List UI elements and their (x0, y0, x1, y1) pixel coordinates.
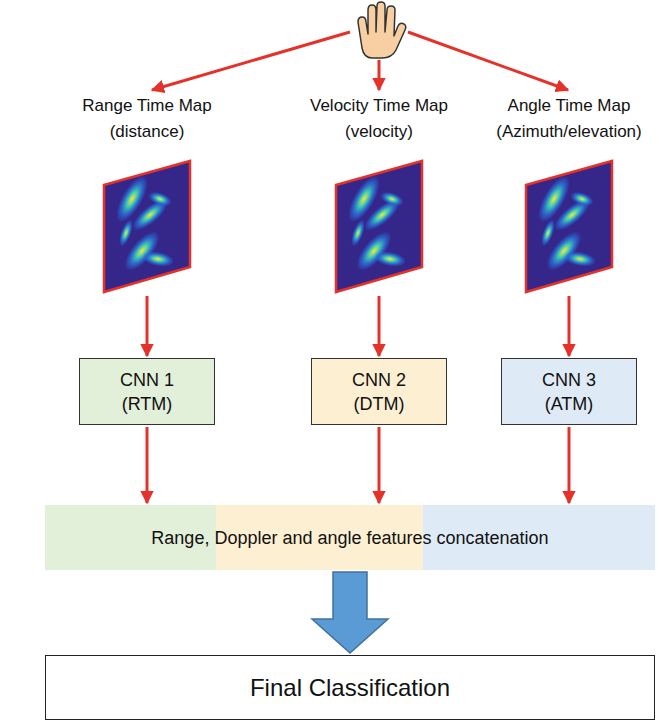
map-heading: Range Time Map (distance) (62, 93, 232, 145)
heatmap-image (524, 159, 614, 294)
flow-arrow (378, 296, 381, 356)
flow-arrow (146, 296, 149, 356)
cnn-box: CNN 1 (RTM) (79, 358, 215, 425)
map-heading: Angle Time Map (Azimuth/elevation) (484, 93, 654, 145)
box-label: CNN 2 (DTM) (339, 368, 419, 416)
cnn-box: CNN 2 (DTM) (311, 358, 447, 425)
box-label: Range, Doppler and angle features concat… (151, 526, 548, 550)
heatmap-image (102, 159, 192, 294)
time-map: Range Time Map (distance) (62, 93, 232, 294)
map-heading: Velocity Time Map (velocity) (294, 93, 464, 145)
box-label: Final Classification (250, 673, 450, 703)
signal-arrow (152, 32, 350, 90)
time-map: Angle Time Map (Azimuth/elevation) (484, 93, 654, 294)
heatmap-image (334, 159, 424, 294)
box-label: CNN 1 (RTM) (107, 368, 187, 416)
time-map: Velocity Time Map (velocity) (294, 93, 464, 294)
flow-arrow (568, 296, 571, 356)
hand-arrows (152, 32, 568, 90)
signal-arrow (378, 60, 381, 90)
block-arrow (312, 572, 388, 653)
flow-arrow (568, 427, 571, 503)
fusion-band: Range, Doppler and angle features concat… (45, 505, 655, 570)
signal-arrow (408, 32, 568, 90)
hand-icon (358, 2, 406, 58)
flow-arrow (378, 427, 381, 503)
box-label: CNN 3 (ATM) (529, 368, 609, 416)
output-box: Final Classification (45, 655, 655, 720)
flow-arrow (146, 427, 149, 503)
cnn-box: CNN 3 (ATM) (501, 358, 637, 425)
